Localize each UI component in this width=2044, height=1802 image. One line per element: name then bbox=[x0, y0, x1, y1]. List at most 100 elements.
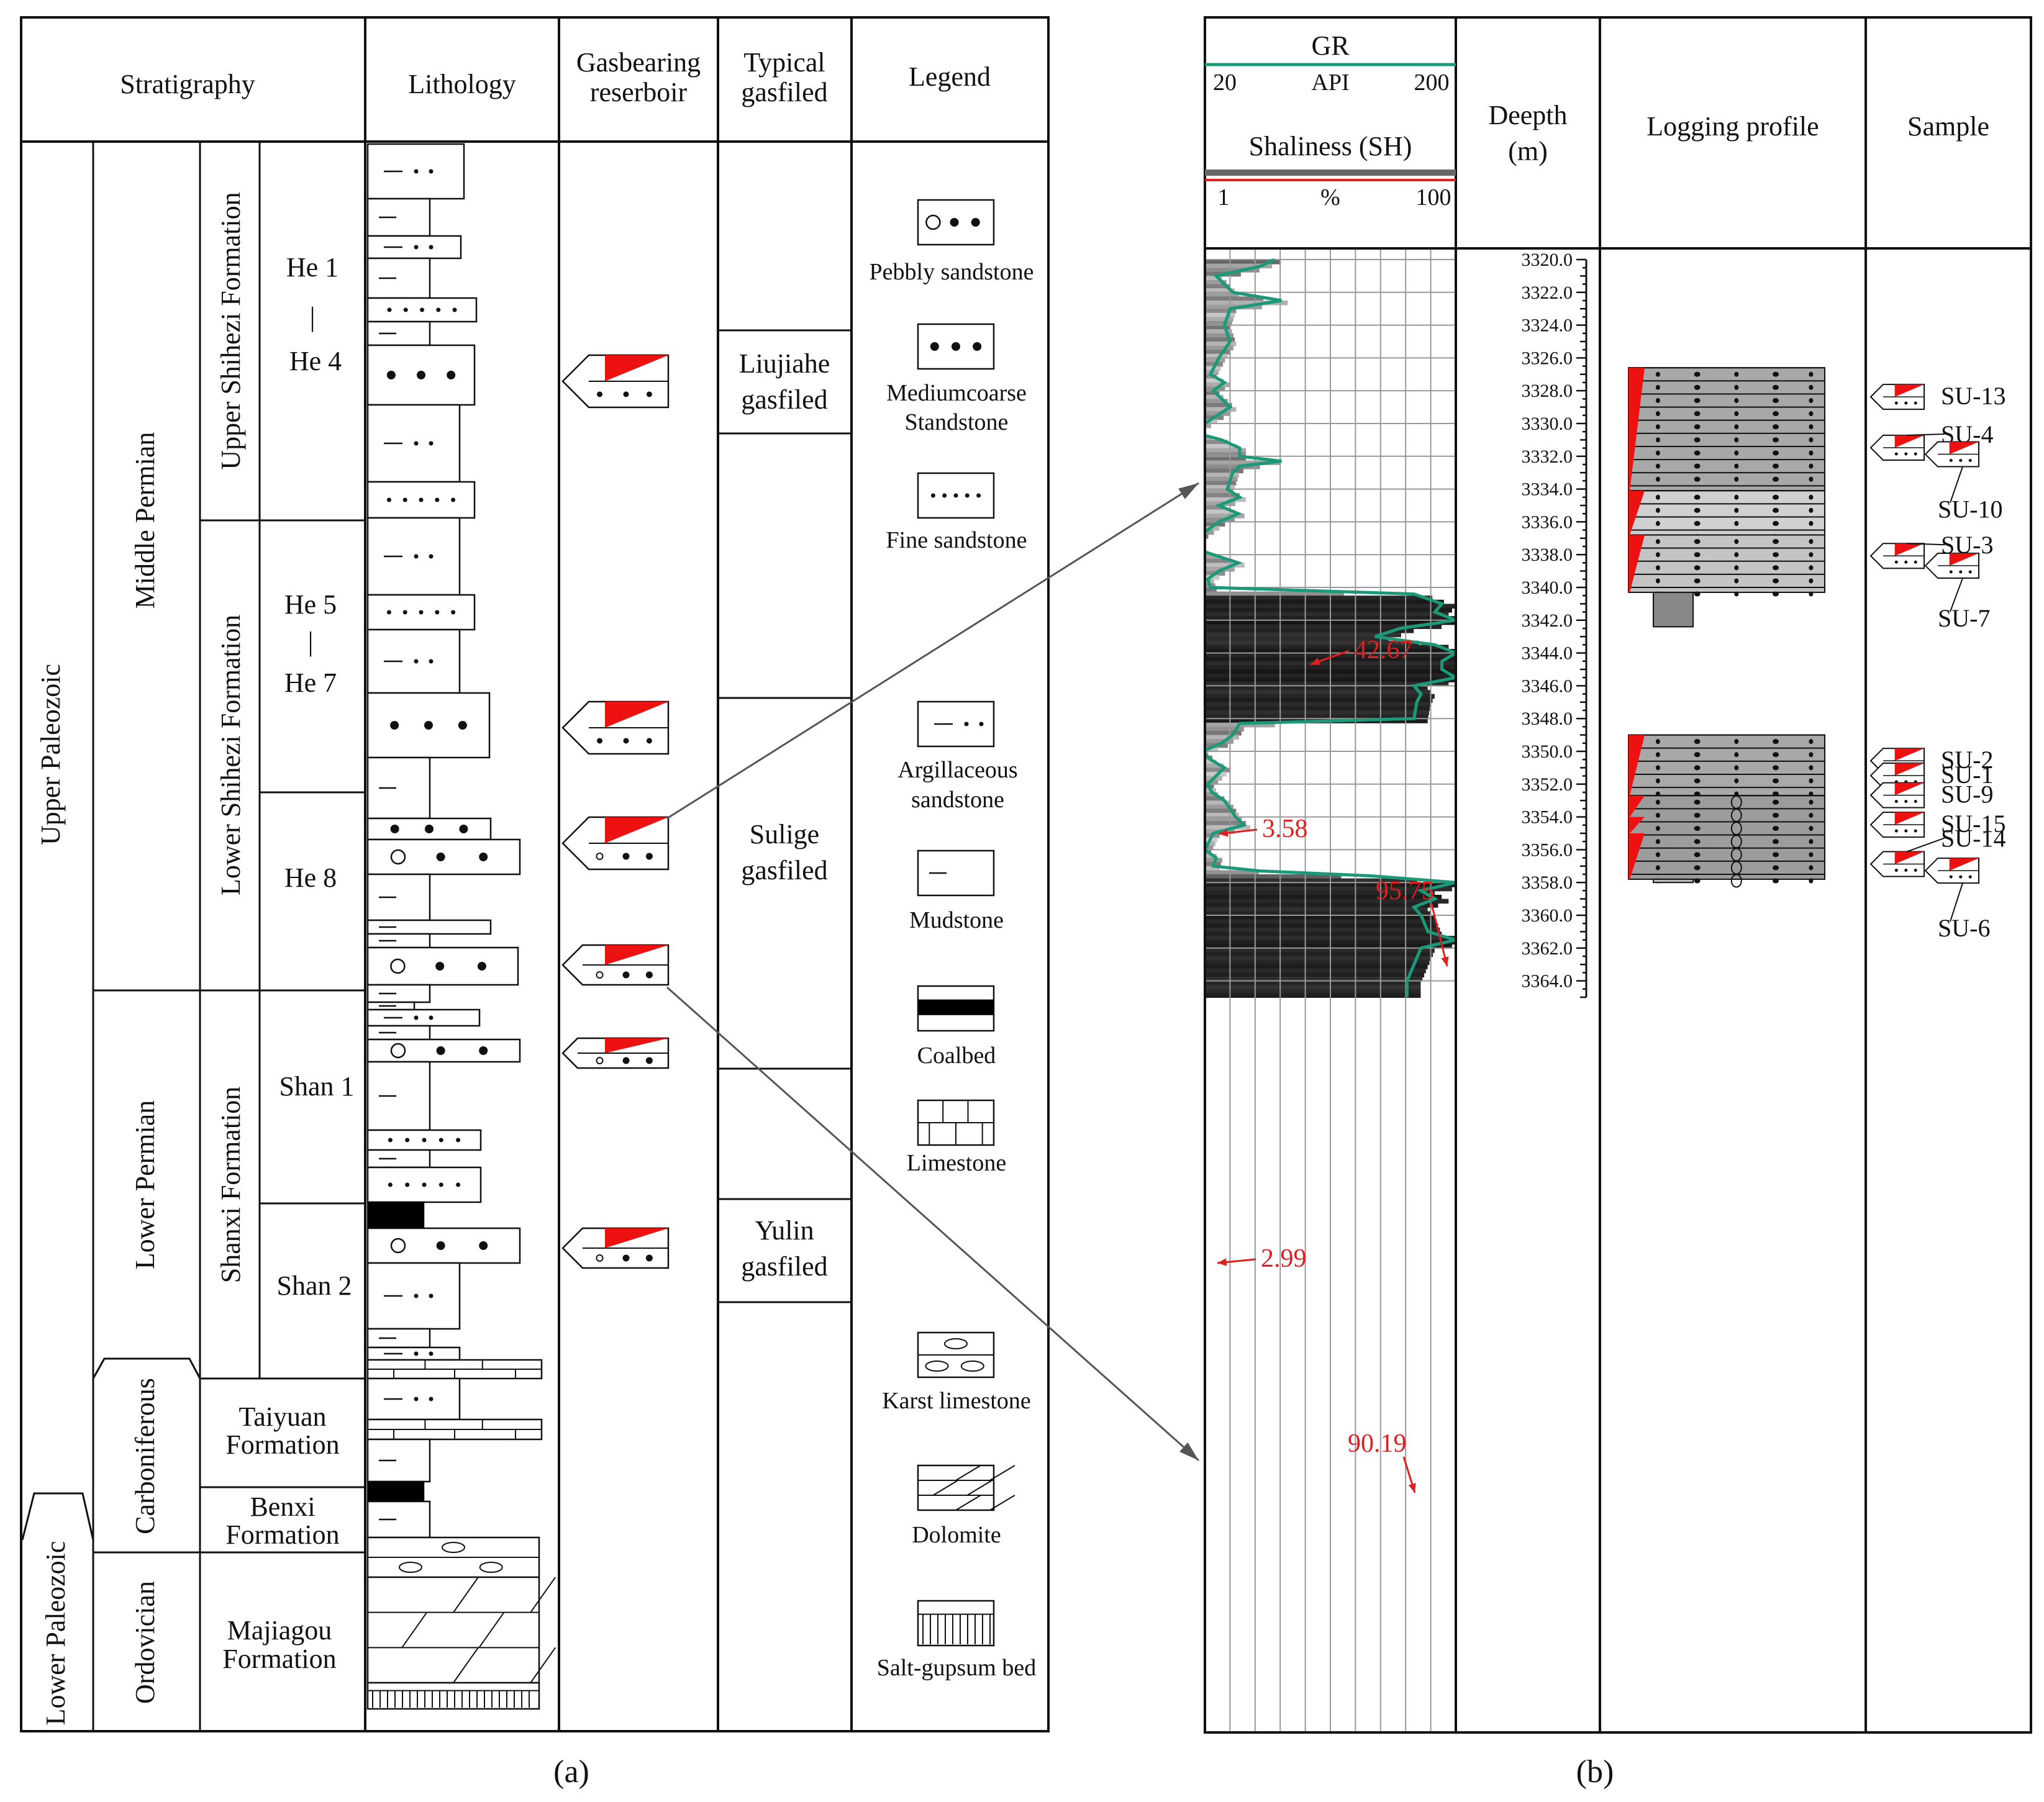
bed-outline bbox=[366, 1682, 540, 1710]
formation-benxi-line1: Benxi bbox=[250, 1492, 315, 1522]
gr-fill-band bbox=[1205, 378, 1224, 383]
gr-fill-band bbox=[1205, 640, 1419, 646]
header-legend: Legend bbox=[909, 61, 991, 92]
gr-fill-band bbox=[1205, 993, 1421, 998]
lithology-bed-mud bbox=[366, 1001, 416, 1011]
gr-fill-band bbox=[1205, 710, 1429, 715]
member-he57-sep: | bbox=[308, 627, 314, 657]
gasfield-liujiahe-line2: gasfiled bbox=[741, 384, 827, 415]
sample-leader bbox=[1906, 837, 1945, 853]
logging-grain bbox=[1734, 591, 1739, 597]
bed-outline bbox=[366, 1576, 540, 1684]
pebble bbox=[390, 958, 406, 974]
erathem-lower-paleozoic: Lower Paleozoic bbox=[40, 1541, 71, 1726]
logging-grain bbox=[1694, 539, 1701, 545]
caption-b: (b) bbox=[1576, 1754, 1614, 1790]
sample-leader bbox=[1906, 543, 1945, 546]
gr-fill-band bbox=[1205, 321, 1232, 326]
sample-flag-fill bbox=[1894, 763, 1924, 776]
gr-fill-band bbox=[1205, 509, 1235, 515]
sample-flag-dot bbox=[1959, 875, 1963, 879]
sample-flag-dot bbox=[1949, 875, 1953, 879]
logging-grain bbox=[1809, 826, 1814, 831]
gr-fill-band bbox=[1205, 505, 1225, 510]
formation-labels: Upper Shihezi Formation Lower Shihezi Fo… bbox=[216, 192, 340, 1674]
gr-fill-band bbox=[1205, 260, 1281, 265]
legend-label-coal: Coalbed bbox=[917, 1043, 996, 1069]
gr-fill-band bbox=[1205, 534, 1209, 539]
logging-grain bbox=[1694, 371, 1701, 377]
logging-pebble bbox=[1730, 874, 1742, 888]
gas-fill bbox=[605, 1228, 668, 1248]
member-he1: He 1 bbox=[286, 252, 338, 283]
lithology-bed-pebbly bbox=[366, 1227, 521, 1264]
sample-flag-dot bbox=[1949, 459, 1953, 463]
logging-grain bbox=[1734, 450, 1739, 456]
logging-grain bbox=[1655, 424, 1660, 430]
sh-label: Shaliness (SH) bbox=[1249, 131, 1412, 161]
fine-dot bbox=[402, 610, 407, 615]
sample-flag bbox=[1869, 851, 1925, 877]
pebbly-dot bbox=[479, 1241, 488, 1250]
dolo-slash bbox=[989, 1495, 1015, 1511]
pebbly-dot bbox=[436, 1241, 445, 1250]
depth-header-line1: Deepth bbox=[1488, 100, 1567, 130]
logging-grain bbox=[1655, 865, 1660, 871]
gas-dot bbox=[622, 853, 630, 860]
gr-fill-band bbox=[1205, 964, 1428, 969]
lithology-bed-argil bbox=[366, 628, 461, 694]
sample-flag-dot bbox=[1894, 452, 1898, 456]
gr-fill-band bbox=[1205, 923, 1438, 928]
system-labels: Middle Permian Lower Permian Carbonifero… bbox=[130, 432, 160, 1704]
sample-flag-dot bbox=[1904, 560, 1908, 564]
logging-grain bbox=[1694, 839, 1701, 844]
gr-fill-band bbox=[1205, 727, 1244, 731]
gr-fill-band bbox=[1205, 263, 1273, 269]
logging-grain bbox=[1809, 463, 1814, 469]
lithology-bed-mud bbox=[366, 197, 431, 237]
logging-grain bbox=[1773, 839, 1779, 844]
dolo-slash bbox=[932, 1480, 958, 1496]
fine-dot bbox=[438, 1182, 443, 1187]
logging-grain bbox=[1809, 812, 1814, 818]
logging-grain bbox=[1734, 494, 1739, 500]
logging-grain bbox=[1773, 398, 1779, 404]
logging-grain bbox=[1694, 507, 1701, 513]
gr-fill-band bbox=[1205, 698, 1433, 703]
gas-pebble bbox=[596, 1057, 604, 1064]
logging-gas-triangle bbox=[1628, 833, 1645, 879]
gr-min: 20 bbox=[1213, 70, 1237, 96]
gr-fill-band bbox=[1205, 296, 1264, 301]
gr-fill-band bbox=[1205, 952, 1433, 957]
lithology-bed-mud bbox=[366, 320, 431, 346]
gr-fill-band bbox=[1205, 444, 1237, 449]
gr-fill-band bbox=[1205, 329, 1232, 334]
gr-fill-band bbox=[1205, 890, 1435, 895]
medium-dot bbox=[417, 371, 425, 379]
depth-tick-label: 3358.0 bbox=[1522, 872, 1573, 893]
argil-dot bbox=[429, 1293, 434, 1298]
logging-profile-column bbox=[1628, 367, 1825, 888]
legend-label-pebbly: Pebbly sandstone bbox=[870, 259, 1034, 285]
sh-max: 100 bbox=[1416, 184, 1451, 211]
logging-grain bbox=[1809, 878, 1814, 884]
logging-grain bbox=[1694, 411, 1701, 417]
header-gas-line1: Gasbearing bbox=[576, 47, 701, 78]
logging-grain bbox=[1809, 476, 1814, 482]
legend-label-medium-2: Standstone bbox=[905, 409, 1009, 435]
logging-grain bbox=[1809, 521, 1814, 527]
karst-cavity bbox=[399, 1562, 422, 1573]
gr-fill-band bbox=[1205, 599, 1444, 605]
formation-shanxi: Shanxi Formation bbox=[216, 1087, 246, 1284]
sample-flag-dot bbox=[1904, 829, 1908, 833]
gas-reservoir-symbol bbox=[561, 1037, 670, 1069]
gr-fill-band bbox=[1205, 563, 1245, 568]
sample-flag-dot bbox=[1914, 829, 1917, 833]
logging-bed bbox=[1628, 534, 1825, 597]
sample-flag-dot bbox=[1949, 570, 1953, 574]
depth-header-line2: (m) bbox=[1508, 136, 1548, 166]
gr-fill-band bbox=[1205, 608, 1452, 613]
logging-grain bbox=[1734, 424, 1739, 430]
sample-flag bbox=[1924, 858, 1979, 884]
gr-fill-band bbox=[1205, 817, 1242, 822]
